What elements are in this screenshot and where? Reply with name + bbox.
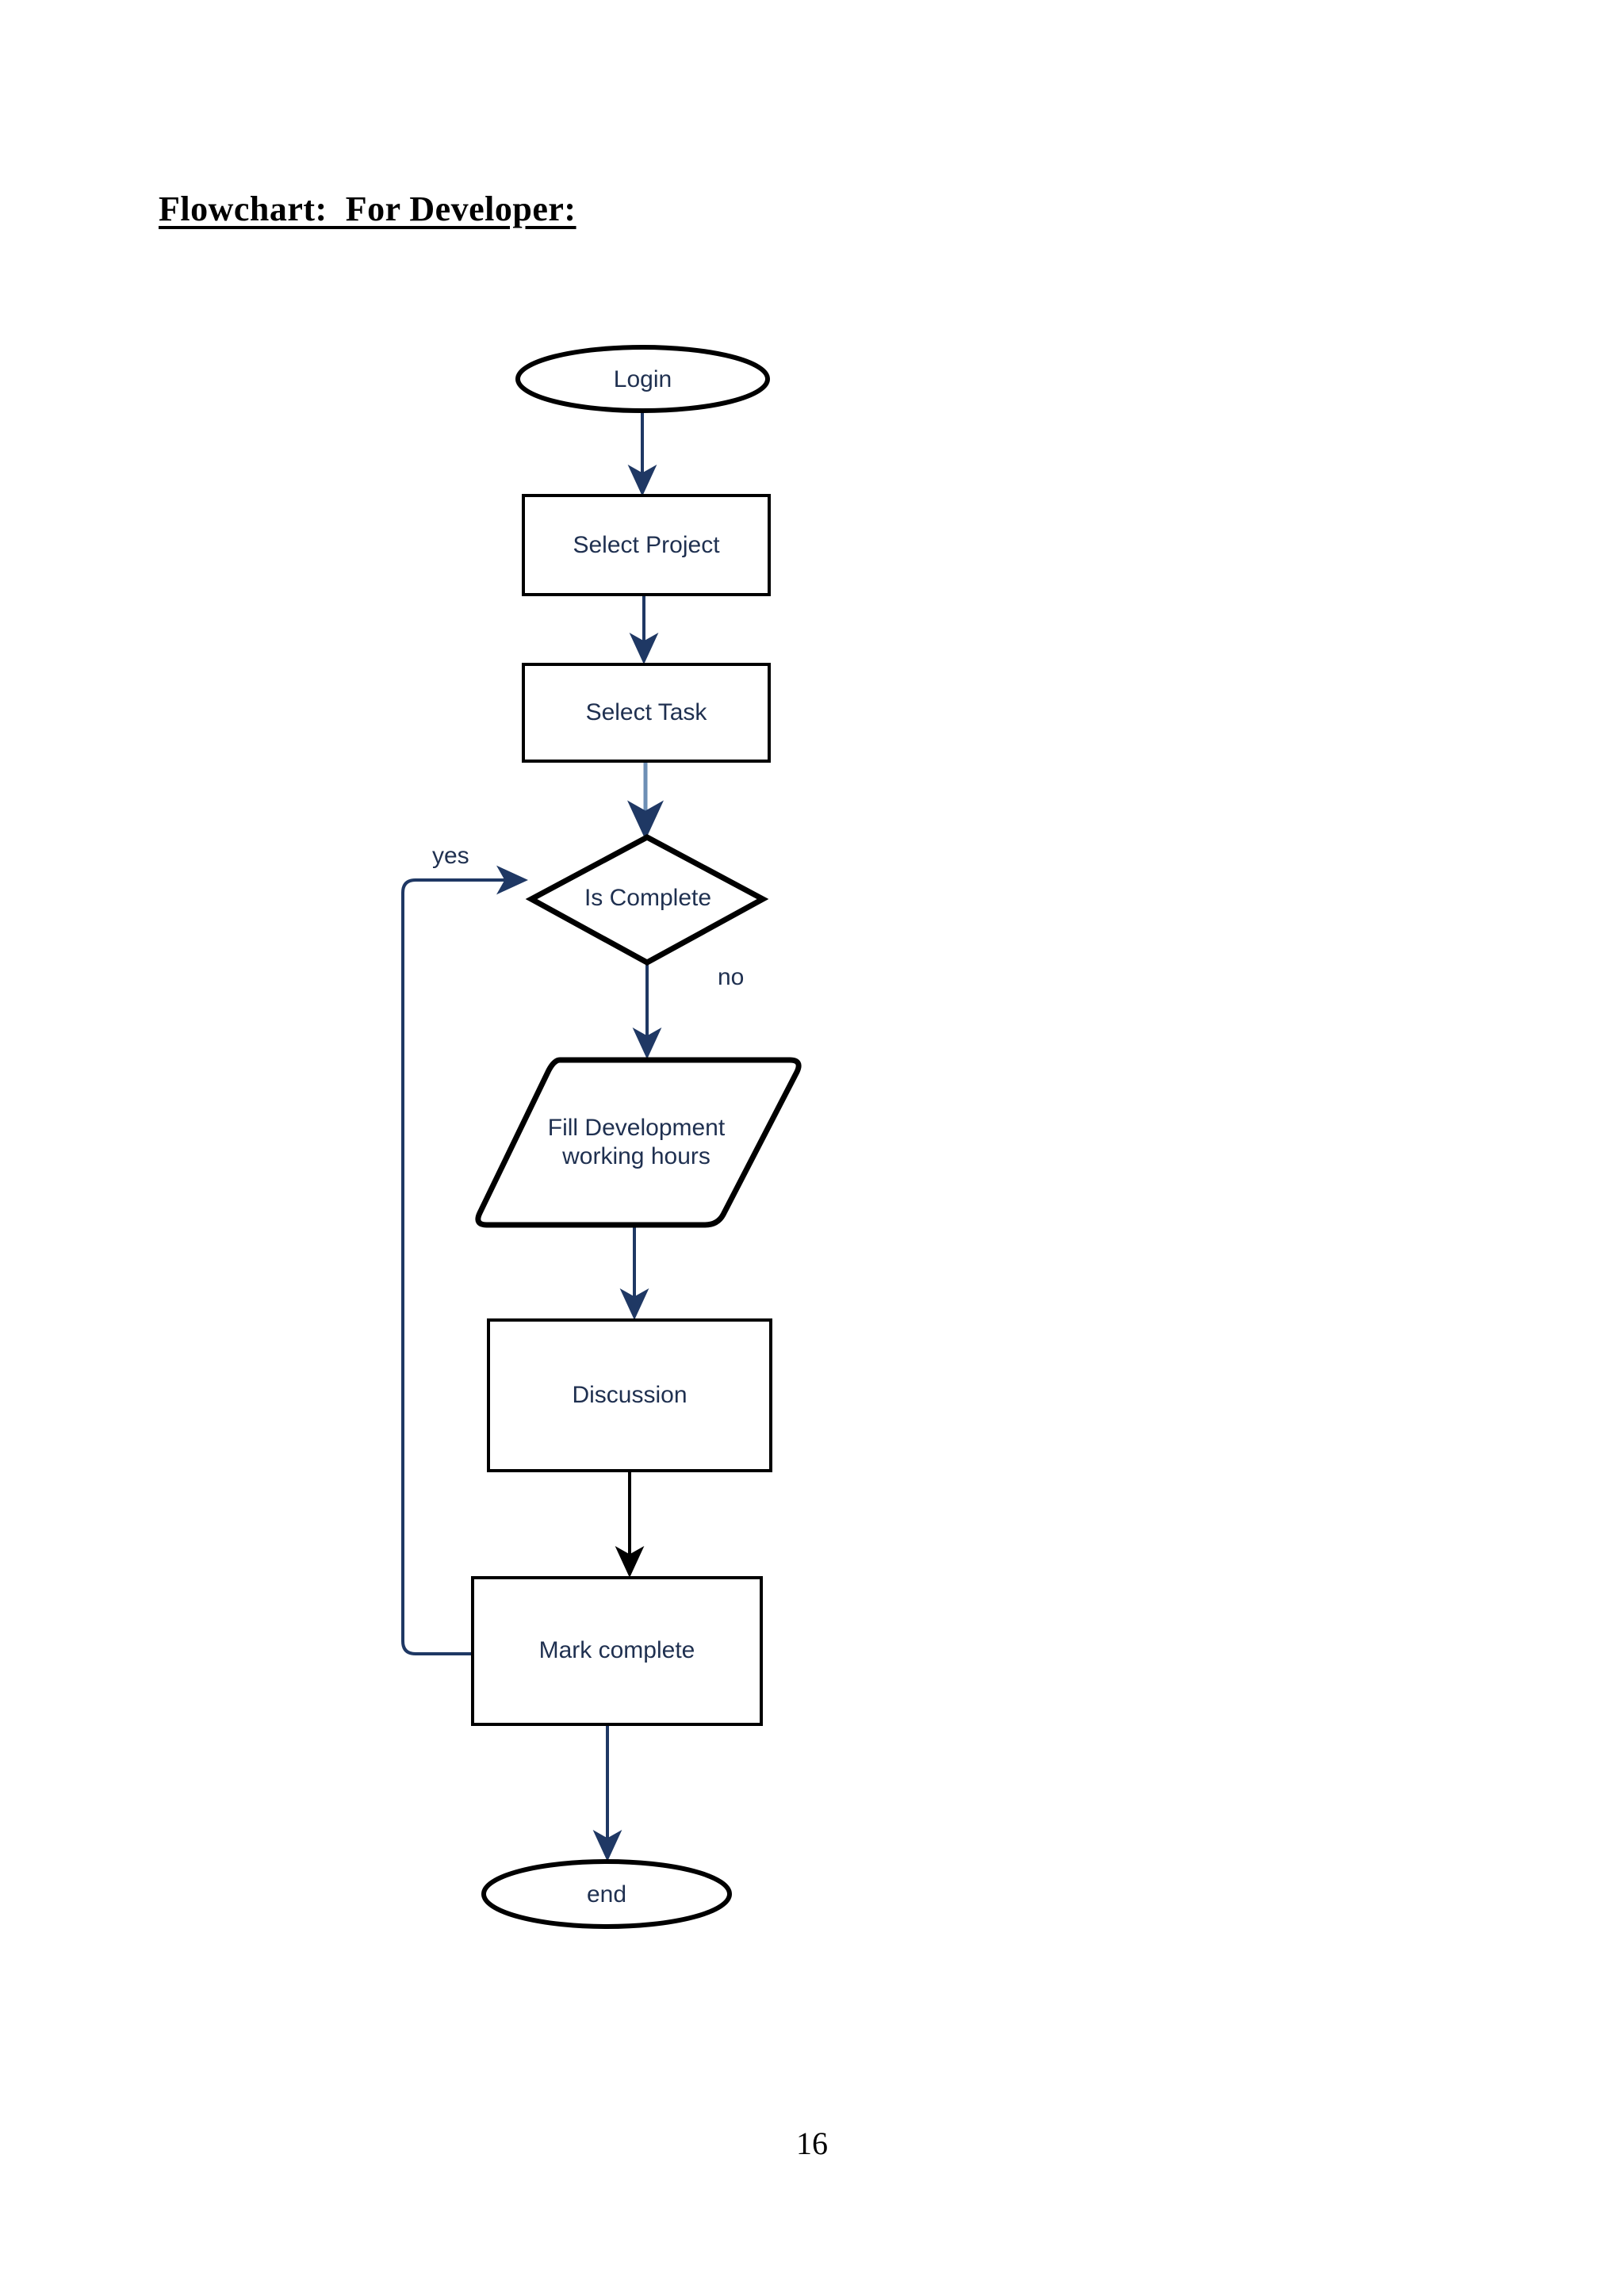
flow-node-select-task[interactable] xyxy=(522,663,771,763)
flow-node-login[interactable] xyxy=(515,345,770,413)
connector-mark-complete-to-is-complete-yes-loop xyxy=(401,865,528,1655)
flow-node-mark-complete[interactable] xyxy=(471,1576,763,1726)
page-number: 16 xyxy=(796,2126,828,2161)
flow-node-select-project[interactable] xyxy=(522,494,771,596)
edge-label-yes: yes xyxy=(432,843,469,869)
flow-node-discussion[interactable] xyxy=(487,1318,772,1472)
flow-node-end[interactable] xyxy=(481,1859,732,1929)
page-title: Flowchart: For Developer: xyxy=(159,189,576,228)
flow-node-fill-development-working-hours[interactable] xyxy=(475,1057,802,1228)
edge-label-no: no xyxy=(718,964,745,990)
flow-node-is-complete[interactable] xyxy=(525,834,769,966)
